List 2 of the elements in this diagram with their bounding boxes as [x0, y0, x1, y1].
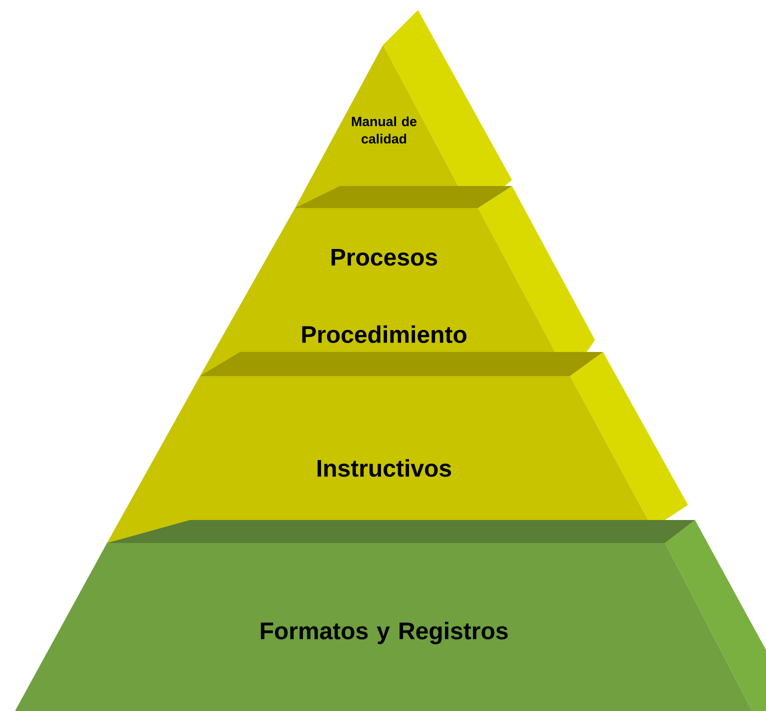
pyramid-layer: Formatos y Registros	[15, 520, 766, 711]
pyramid-layer: Instructivos	[107, 352, 688, 543]
